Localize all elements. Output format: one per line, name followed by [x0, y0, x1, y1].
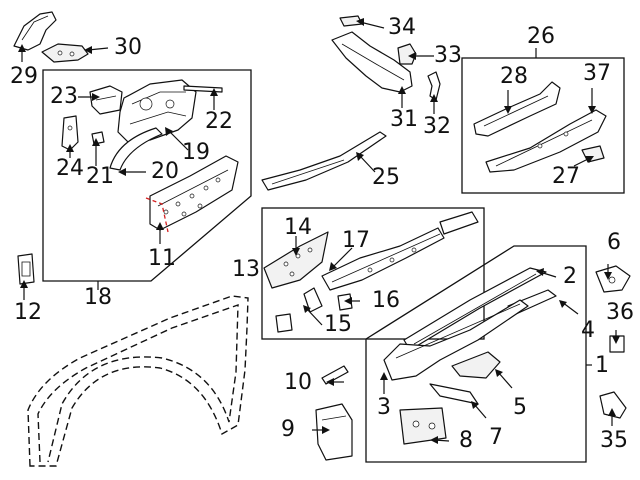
callout-17: 17	[342, 228, 370, 253]
callout-13: 13	[232, 257, 260, 282]
callout-22: 22	[205, 109, 233, 134]
part-15-clip	[275, 313, 293, 333]
part-25-rail	[261, 131, 387, 191]
group-box-18	[42, 69, 252, 282]
callout-30: 30	[114, 35, 142, 60]
group-box-26	[461, 57, 625, 194]
part-7-bar	[429, 383, 479, 405]
callout-29: 29	[10, 64, 38, 89]
callout-8: 8	[459, 428, 473, 453]
callout-27: 27	[552, 164, 580, 189]
part-30-bracket	[41, 43, 89, 63]
callout-20: 20	[151, 159, 179, 184]
callout-10: 10	[284, 370, 312, 395]
callout-12: 12	[14, 300, 42, 325]
callout-33: 33	[434, 43, 462, 68]
callout-19: 19	[182, 140, 210, 165]
callout-28: 28	[500, 64, 528, 89]
arrowheads	[18, 18, 620, 444]
part-22-rail	[183, 85, 223, 93]
callout-14: 14	[284, 215, 312, 240]
part-13-bar	[439, 211, 479, 235]
part-20-arch	[109, 127, 163, 171]
part-10-bolt	[321, 365, 349, 385]
callout-16: 16	[372, 288, 400, 313]
part-14b-bracket	[303, 287, 323, 313]
callout-36: 36	[606, 300, 634, 325]
part-28-rail	[473, 81, 561, 137]
callout-7: 7	[489, 425, 503, 450]
group-box-1	[365, 245, 587, 463]
part-8-panel	[399, 407, 447, 445]
part-14-panel	[263, 231, 329, 289]
callout-labels: 1 2 3 4 5 6 7 8 9 10 11 12 13 14 15 16 1…	[10, 15, 634, 453]
part-37-rail	[485, 109, 607, 173]
callout-18: 18	[84, 285, 112, 310]
callout-21: 21	[86, 164, 114, 189]
part-9-block	[315, 403, 353, 461]
part-5-plate	[451, 351, 501, 379]
callout-4: 4	[581, 318, 595, 343]
callout-6: 6	[607, 230, 621, 255]
callout-2: 2	[563, 264, 577, 289]
callout-32: 32	[423, 114, 451, 139]
callout-34: 34	[388, 15, 416, 40]
part-35-bracket	[599, 391, 627, 419]
callout-5: 5	[513, 395, 527, 420]
part-19-wheelhouse-upper	[117, 79, 197, 143]
part-16-clip	[337, 293, 353, 311]
callout-25: 25	[372, 165, 400, 190]
callout-23: 23	[50, 84, 78, 109]
cut-line	[145, 197, 169, 233]
part-23-block	[89, 85, 123, 115]
fender-outline	[27, 295, 249, 467]
part-12-plate	[17, 253, 35, 285]
part-6-bracket	[595, 265, 631, 293]
callout-9: 9	[281, 417, 295, 442]
callout-35: 35	[600, 428, 628, 453]
part-27-clip	[581, 145, 605, 163]
group-box-13	[261, 207, 485, 340]
callout-1: 1	[595, 353, 609, 378]
callout-24: 24	[56, 156, 84, 181]
part-31-rail	[331, 31, 413, 93]
part-24-bracket	[61, 115, 79, 151]
callout-3: 3	[377, 395, 391, 420]
part-29-bracket	[13, 11, 57, 51]
callout-31: 31	[390, 107, 418, 132]
callout-11: 11	[148, 246, 176, 271]
callout-26: 26	[527, 24, 555, 49]
part-3-rocker	[383, 299, 529, 381]
part-17-rail	[321, 227, 445, 291]
part-11-apron	[149, 155, 239, 231]
callout-37: 37	[583, 61, 611, 86]
callout-15: 15	[324, 312, 352, 337]
